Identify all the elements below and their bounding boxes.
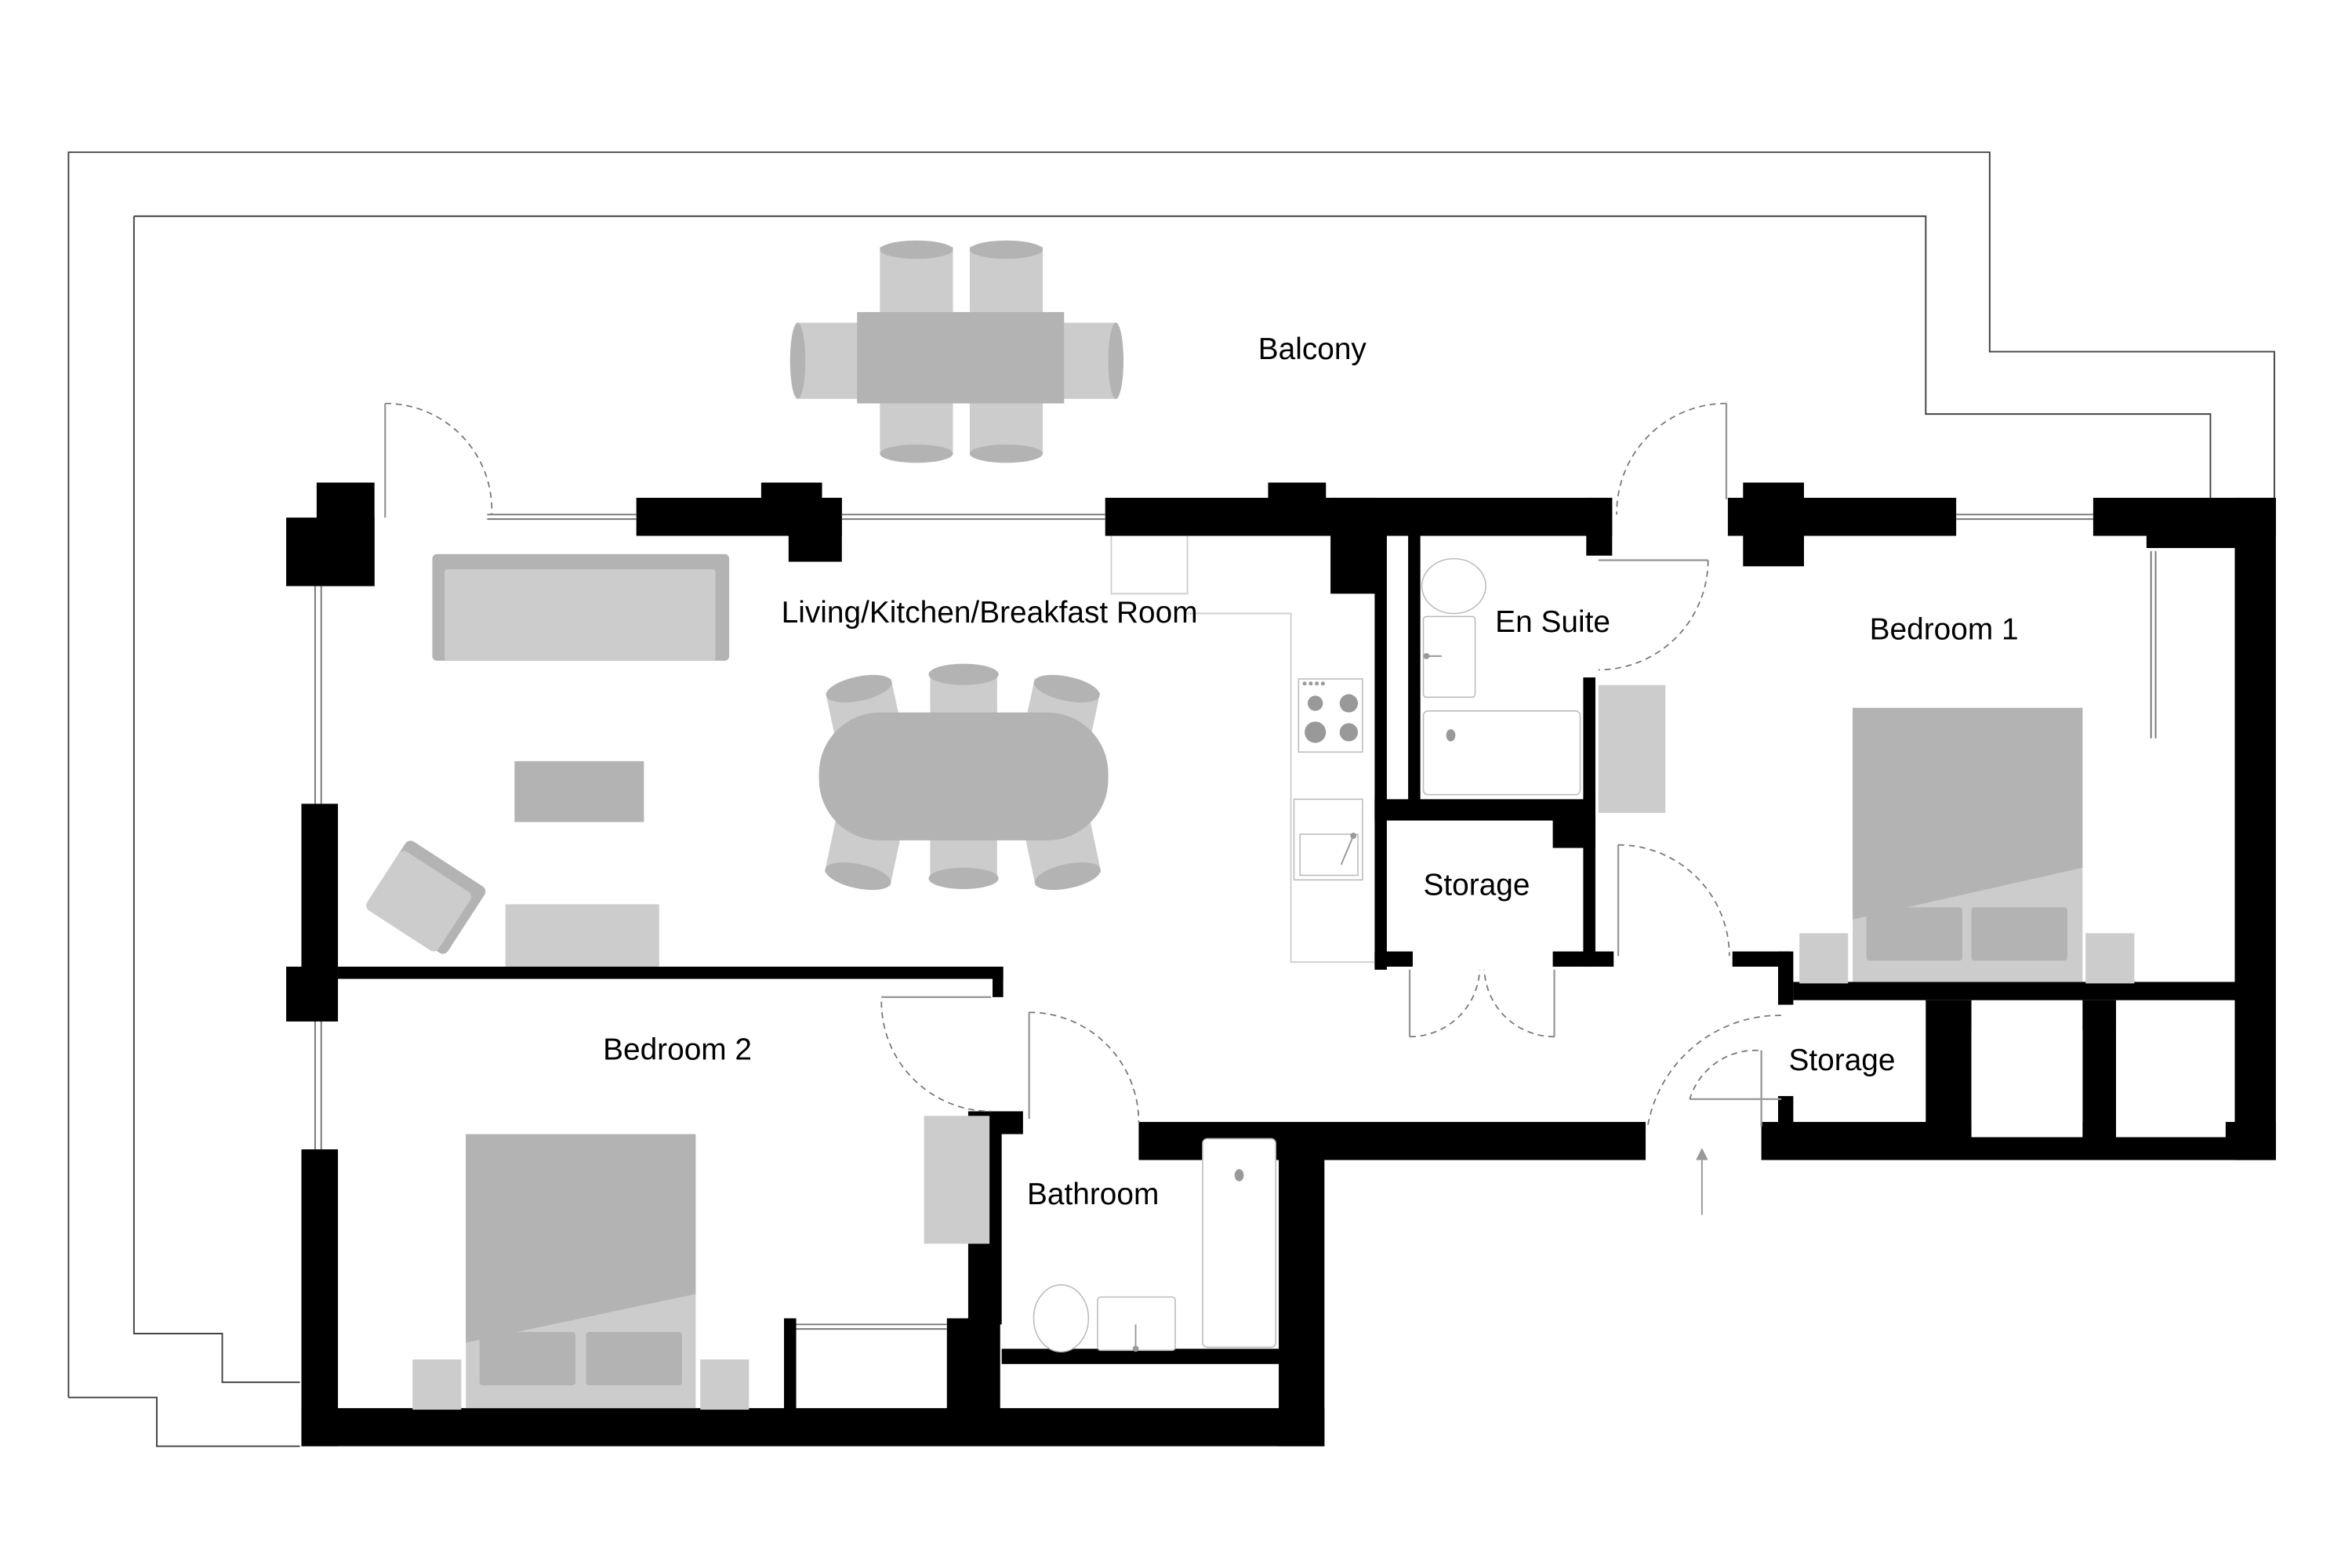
living-furniture [366,554,730,967]
label-bedroom-1: Bedroom 1 [1870,613,2019,647]
windows [314,514,2157,1150]
label-living-kitchen-breakfast: Living/Kitchen/Breakfast Room [782,596,1198,630]
label-bedroom-2: Bedroom 2 [603,1033,752,1066]
bedroom1-bed [1799,707,2226,1138]
label-storage-entrance: Storage [1789,1044,1896,1077]
balcony-outline [67,151,2275,1447]
left-bottom-walls [286,804,2276,1446]
doors [384,402,1781,1330]
label-bathroom: Bathroom [1027,1178,1159,1211]
top-walls [286,482,2276,1160]
room-labels: Balcony Living/Kitchen/Breakfast Room En… [603,332,2018,1211]
label-storage-central: Storage [1423,869,1530,902]
entrance-arrow-icon [1696,1148,1708,1215]
bedroom2-bed [412,1116,990,1410]
ensuite-fixtures [1421,557,1666,813]
bathroom-fixtures [1033,1138,1276,1353]
balcony-dining-set [789,240,1124,463]
kitchen [1110,535,1375,964]
label-en-suite: En Suite [1495,605,1610,639]
label-balcony: Balcony [1258,332,1367,366]
breakfast-table [818,663,1109,891]
core-walls [1374,535,2243,1130]
